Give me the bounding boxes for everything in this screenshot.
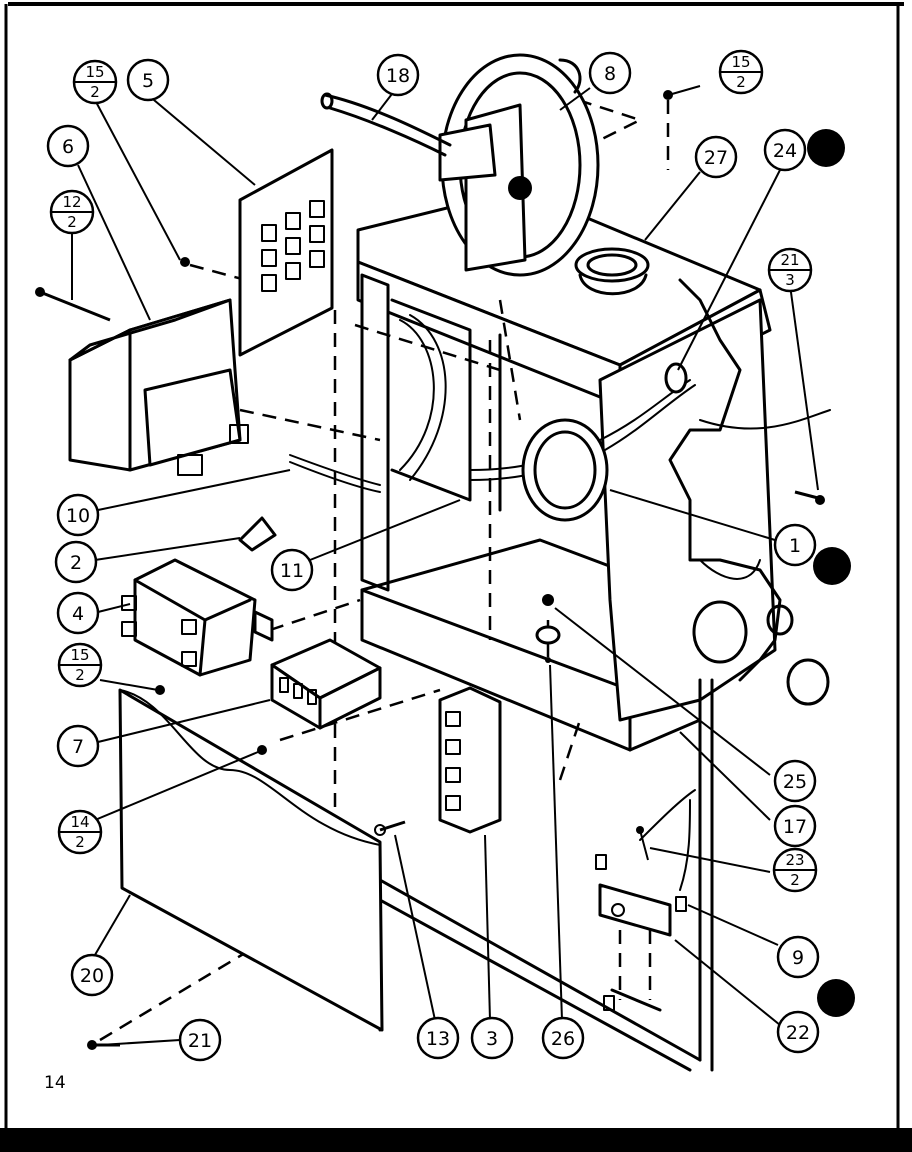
fraction-bubble-15-2-left: 15 2 xyxy=(57,642,103,688)
callout-bubble-27: 27 xyxy=(694,135,738,179)
svg-text:25: 25 xyxy=(783,771,807,793)
svg-text:24: 24 xyxy=(773,140,797,162)
callout-bubble-25: 25 xyxy=(773,759,817,803)
callout-bubble-3: 3 xyxy=(470,1016,514,1060)
wiring-harness xyxy=(289,314,831,891)
part-2-wire-nut xyxy=(238,516,277,552)
cabinet-box xyxy=(328,188,830,1072)
part-3-terminal-strip xyxy=(438,686,502,834)
callout-bubble-20: 20 xyxy=(70,953,114,997)
svg-text:13: 13 xyxy=(426,1028,450,1050)
callout-bubble-21: 21 xyxy=(178,1018,222,1062)
svg-text:21: 21 xyxy=(188,1030,212,1052)
svg-text:6: 6 xyxy=(62,136,74,158)
svg-text:5: 5 xyxy=(142,70,154,92)
callout-bubble-9: 9 xyxy=(776,935,820,979)
fraction-bubble-15-2-top-right: 15 2 xyxy=(718,49,764,95)
fraction-bubble-21-3: 21 3 xyxy=(767,247,813,293)
callout-bubble-11: 11 xyxy=(270,548,314,592)
callout-bubble-13: 13 xyxy=(416,1016,460,1060)
svg-text:1: 1 xyxy=(789,535,801,557)
svg-text:7: 7 xyxy=(72,736,84,758)
svg-text:12: 12 xyxy=(62,193,81,211)
part-6-transformer xyxy=(68,298,249,476)
callout-bubble-17: 17 xyxy=(773,804,817,848)
svg-text:9: 9 xyxy=(792,947,804,969)
part-20-access-panel xyxy=(118,688,384,1032)
page-number: 14 xyxy=(44,1073,66,1093)
callout-bubble-2: 2 xyxy=(54,540,98,584)
svg-text:10: 10 xyxy=(66,505,90,527)
svg-text:8: 8 xyxy=(604,63,616,85)
svg-text:18: 18 xyxy=(386,65,410,87)
svg-text:2: 2 xyxy=(70,552,82,574)
fraction-bubble-15-2-top-left: 15 2 xyxy=(72,59,118,105)
svg-text:15: 15 xyxy=(731,53,750,71)
fraction-bubble-23-2: 23 2 xyxy=(772,847,818,893)
svg-text:2: 2 xyxy=(790,871,800,889)
fraction-bubble-12-2: 12 2 xyxy=(49,189,95,235)
part-12-screw xyxy=(35,287,111,322)
callout-bubble-18: 18 xyxy=(376,53,420,97)
svg-text:14: 14 xyxy=(70,813,89,831)
frame-border xyxy=(4,2,904,1140)
svg-text:2: 2 xyxy=(67,213,77,231)
part-18-tube xyxy=(320,92,452,157)
svg-text:27: 27 xyxy=(704,147,728,169)
part-5-terminal-plate xyxy=(238,148,334,357)
callout-leaders xyxy=(71,85,819,1046)
svg-text:22: 22 xyxy=(786,1022,810,1044)
svg-text:2: 2 xyxy=(736,73,746,91)
svg-text:23: 23 xyxy=(785,851,804,869)
svg-text:2: 2 xyxy=(75,833,85,851)
callout-bubble-22: 22 xyxy=(776,1010,820,1054)
svg-text:2: 2 xyxy=(90,83,100,101)
part-7-terminal-block xyxy=(270,638,382,730)
reference-dots xyxy=(807,129,855,1017)
svg-text:3: 3 xyxy=(486,1028,498,1050)
svg-text:21: 21 xyxy=(780,251,799,269)
svg-text:2: 2 xyxy=(75,666,85,684)
callout-bubble-8: 8 xyxy=(588,51,632,95)
svg-text:4: 4 xyxy=(72,603,84,625)
part-small-hardware xyxy=(87,90,825,1050)
part-8-pressure-switch xyxy=(438,53,600,277)
callout-bubble-5: 5 xyxy=(126,58,170,102)
callout-bubble-24: 24 xyxy=(763,128,807,172)
svg-text:26: 26 xyxy=(551,1028,575,1050)
callout-bubble-26: 26 xyxy=(541,1016,585,1060)
svg-text:15: 15 xyxy=(70,646,89,664)
fraction-bubble-14-2: 14 2 xyxy=(57,809,103,855)
callout-bubble-1: 1 xyxy=(773,523,817,567)
part-4-relay xyxy=(121,558,274,677)
svg-text:15: 15 xyxy=(85,63,104,81)
assembly-dash-lines xyxy=(99,98,670,1042)
callout-bubble-6: 6 xyxy=(46,124,90,168)
callout-bubble-4: 4 xyxy=(56,591,100,635)
svg-text:11: 11 xyxy=(280,560,304,582)
svg-text:17: 17 xyxy=(783,816,807,838)
part-27-grommet xyxy=(574,247,650,296)
bottom-scan-edge xyxy=(0,1128,912,1152)
callout-bubble-10: 10 xyxy=(56,493,100,537)
svg-text:3: 3 xyxy=(785,271,795,289)
svg-text:20: 20 xyxy=(80,965,104,987)
part-22-switch xyxy=(595,854,687,937)
callout-bubble-7: 7 xyxy=(56,724,100,768)
